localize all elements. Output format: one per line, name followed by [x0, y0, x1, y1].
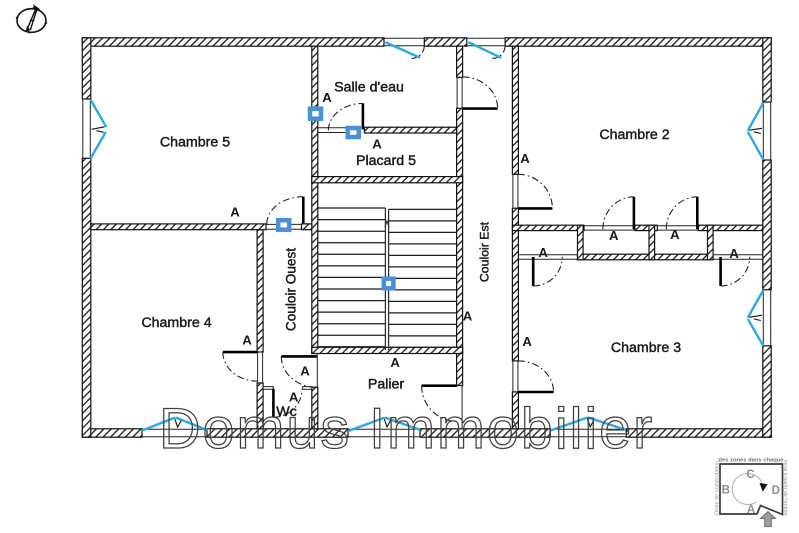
svg-text:Palier: Palier	[368, 377, 405, 393]
svg-text:Chambre 5: Chambre 5	[160, 135, 230, 151]
svg-text:A: A	[372, 137, 382, 152]
svg-text:A: A	[609, 228, 619, 243]
svg-text:A: A	[300, 364, 310, 379]
svg-text:Couloir Ouest: Couloir Ouest	[284, 248, 299, 331]
svg-text:Couloir Est: Couloir Est	[478, 221, 492, 282]
svg-text:Chambre 3: Chambre 3	[611, 340, 681, 356]
svg-text:B: B	[722, 485, 730, 497]
svg-text:A: A	[522, 334, 532, 349]
svg-text:C: C	[746, 469, 754, 481]
svg-text:Wc: Wc	[276, 404, 297, 420]
svg-text:A: A	[463, 309, 473, 324]
svg-text:A: A	[538, 245, 548, 260]
svg-text:A: A	[729, 246, 739, 261]
svg-text:A: A	[390, 355, 400, 370]
svg-text:A: A	[670, 227, 680, 242]
svg-text:A: A	[242, 332, 252, 347]
svg-text:A: A	[289, 390, 299, 405]
svg-text:Domus Immobilier: Domus Immobilier	[159, 397, 654, 461]
svg-text:A: A	[230, 205, 240, 220]
svg-text:Placard 5: Placard 5	[356, 153, 416, 169]
svg-text:A: A	[520, 151, 530, 166]
svg-text:Chambre 4: Chambre 4	[141, 315, 211, 331]
svg-text:Salle d'eau: Salle d'eau	[334, 80, 404, 96]
svg-text:des zones dans chaque: des zones dans chaque	[718, 458, 784, 464]
svg-text:D: D	[772, 485, 780, 497]
svg-text:Ordre de numérotation: Ordre de numérotation	[715, 461, 721, 515]
svg-text:Chambre 2: Chambre 2	[599, 127, 669, 143]
svg-text:A: A	[322, 90, 332, 105]
svg-text:local à partir de l'entrée: local à partir de l'entrée	[782, 460, 788, 516]
svg-text:A: A	[747, 504, 755, 516]
